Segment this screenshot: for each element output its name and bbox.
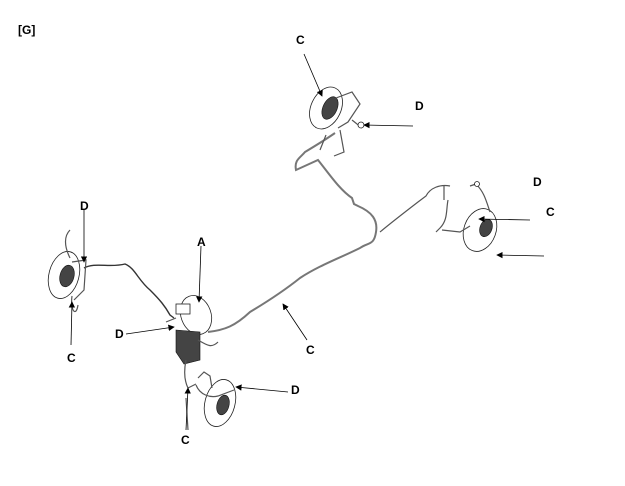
rear-right-brake-assembly — [309, 86, 365, 157]
callout-c-brake-tube: C — [306, 343, 315, 357]
front-left-tube — [83, 263, 175, 319]
rear-left-brake-assembly — [435, 181, 498, 252]
callout-c-rear-left-caliper: C — [546, 205, 555, 219]
rear-right-tube — [379, 184, 451, 233]
callout-a-master-cylinder: A — [197, 235, 206, 249]
callout-d-front-left-hose: D — [80, 199, 89, 213]
main-brake-tube — [207, 132, 378, 333]
front-right-brake-assembly — [184, 359, 237, 431]
callout-c-front-right-caliper: C — [181, 433, 190, 447]
callout-c-rear-right-caliper: C — [296, 33, 305, 47]
callout-d-rear-right-hose: D — [415, 99, 424, 113]
front-left-brake-assembly — [47, 229, 87, 313]
figure-label: [G] — [18, 23, 35, 37]
callout-c-front-left-caliper: C — [67, 351, 76, 365]
master-cylinder-assembly — [165, 295, 219, 365]
callout-d-abs-hose: D — [115, 327, 124, 341]
callout-d-rear-left-hose: D — [533, 175, 542, 189]
callout-d-front-right-hose: D — [291, 383, 300, 397]
